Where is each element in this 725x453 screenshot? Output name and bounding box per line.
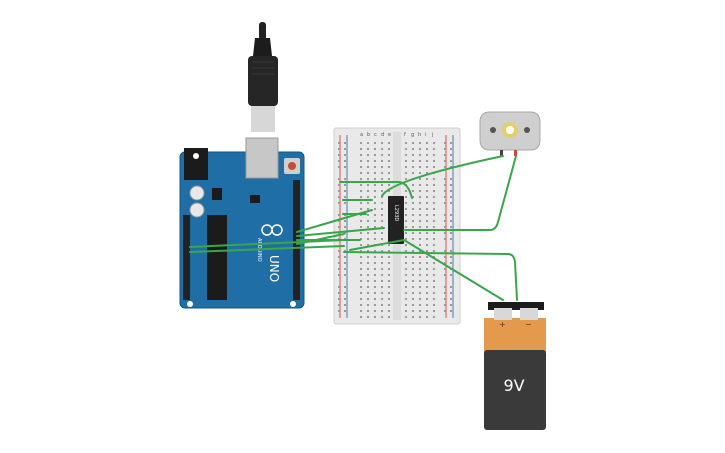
bb-col-c: c	[374, 132, 377, 138]
ic-label: L293D	[393, 205, 399, 221]
wire-battery-minus[interactable]	[343, 251, 518, 301]
bb-col-b: b	[367, 132, 370, 138]
battery-voltage-label: 9V	[503, 376, 524, 395]
wire-motor-terminal-1[interactable]	[381, 155, 504, 197]
usb-cable[interactable]	[248, 22, 278, 132]
wire-arduino-pin2[interactable]	[296, 227, 385, 237]
arduino-uno-board[interactable]: UNO ARDUINO	[179, 137, 305, 309]
wire-motor-terminal-2[interactable]	[403, 155, 517, 231]
bb-col-i: i	[425, 132, 426, 138]
bb-col-g: g	[411, 132, 414, 138]
battery-minus-label: −	[525, 320, 532, 329]
breadboard-column-letters-top: a b c d e f g h i j	[360, 132, 433, 138]
bb-col-e: e	[388, 132, 391, 138]
arduino-uno-label: UNO	[267, 255, 281, 282]
breadboard-holes	[338, 142, 452, 318]
bb-col-h: h	[418, 132, 421, 138]
battery-9v[interactable]: + − 9V	[484, 302, 546, 430]
bb-col-f: f	[404, 132, 406, 138]
wires	[189, 155, 518, 301]
wire-bb-top-1[interactable]	[339, 181, 413, 199]
dc-motor[interactable]	[479, 111, 541, 156]
bb-col-d: d	[381, 132, 384, 138]
wire-battery-plus[interactable]	[349, 239, 504, 301]
l293d-motor-driver-ic[interactable]: L293D	[388, 196, 404, 244]
battery-plus-label: +	[499, 320, 506, 329]
wire-arduino-5v[interactable]	[189, 239, 345, 248]
bb-col-a: a	[360, 132, 363, 138]
wire-arduino-gnd[interactable]	[189, 245, 345, 253]
bb-col-j: j	[431, 132, 433, 138]
